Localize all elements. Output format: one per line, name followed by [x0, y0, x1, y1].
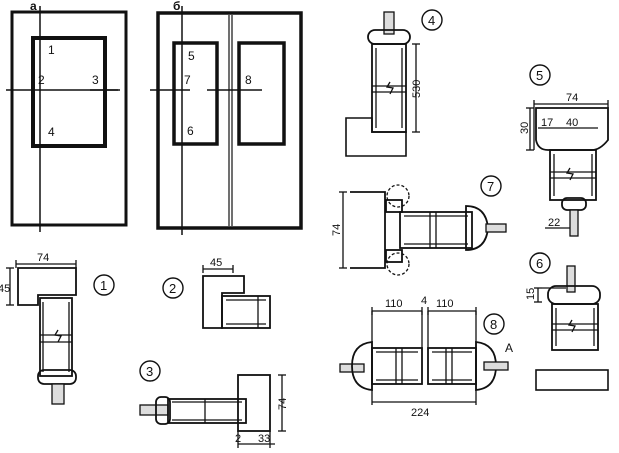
detail-2-dim-45: 45 — [210, 257, 222, 269]
detail-6-dim-15: 15 — [525, 288, 537, 300]
detail-3-dim-33: 33 — [258, 433, 270, 445]
detail-8-marker: A — [505, 341, 513, 355]
detail-5-dim-40: 40 — [566, 117, 578, 129]
detail-4-number: 4 — [428, 13, 435, 28]
detail-7-section — [339, 184, 507, 276]
detail-8-dim-110-right: 110 — [436, 298, 454, 310]
section-mark-7: 7 — [184, 73, 191, 87]
detail-1-dim-45: 45 — [0, 283, 10, 295]
detail-1-dim-74: 74 — [37, 252, 49, 264]
detail-2-section — [202, 265, 271, 329]
elevation-a — [6, 6, 128, 232]
detail-5-dim-30: 30 — [519, 122, 531, 134]
elevation-b-label: б — [173, 0, 180, 13]
detail-3-dim-2: 2 — [235, 433, 241, 445]
detail-3-dim-74: 74 — [277, 398, 289, 410]
detail-6-number: 6 — [536, 256, 543, 271]
section-mark-3: 3 — [92, 73, 99, 87]
section-mark-1: 1 — [48, 43, 55, 57]
detail-5-dim-22: 22 — [548, 217, 560, 229]
detail-1-section — [6, 260, 77, 405]
detail-4-dim-530: 530 — [411, 80, 423, 98]
detail-8-dim-110-left: 110 — [385, 298, 403, 310]
detail-7-number: 7 — [487, 179, 494, 194]
section-mark-2: 2 — [38, 73, 45, 87]
detail-8-section — [339, 307, 509, 405]
section-mark-5: 5 — [188, 49, 195, 63]
detail-5-section — [526, 100, 609, 237]
detail-6-section — [534, 265, 609, 391]
detail-8-dim-4: 4 — [421, 295, 427, 307]
detail-2-number: 2 — [169, 281, 176, 296]
elevation-b — [150, 6, 303, 235]
detail-5-dim-17: 17 — [541, 117, 553, 129]
section-mark-6: 6 — [187, 124, 194, 138]
section-mark-8: 8 — [245, 73, 252, 87]
detail-3-number: 3 — [146, 364, 153, 379]
detail-3-section — [139, 374, 286, 448]
detail-7-dim-74: 74 — [331, 224, 343, 236]
section-mark-4: 4 — [48, 125, 55, 139]
detail-5-dim-74: 74 — [566, 92, 578, 104]
elevation-a-label: а — [30, 0, 37, 13]
detail-5-number: 5 — [536, 68, 543, 83]
detail-1-number: 1 — [100, 278, 107, 293]
detail-8-dim-224: 224 — [411, 407, 429, 419]
detail-4-section — [345, 11, 420, 157]
detail-8-number: 8 — [490, 317, 497, 332]
